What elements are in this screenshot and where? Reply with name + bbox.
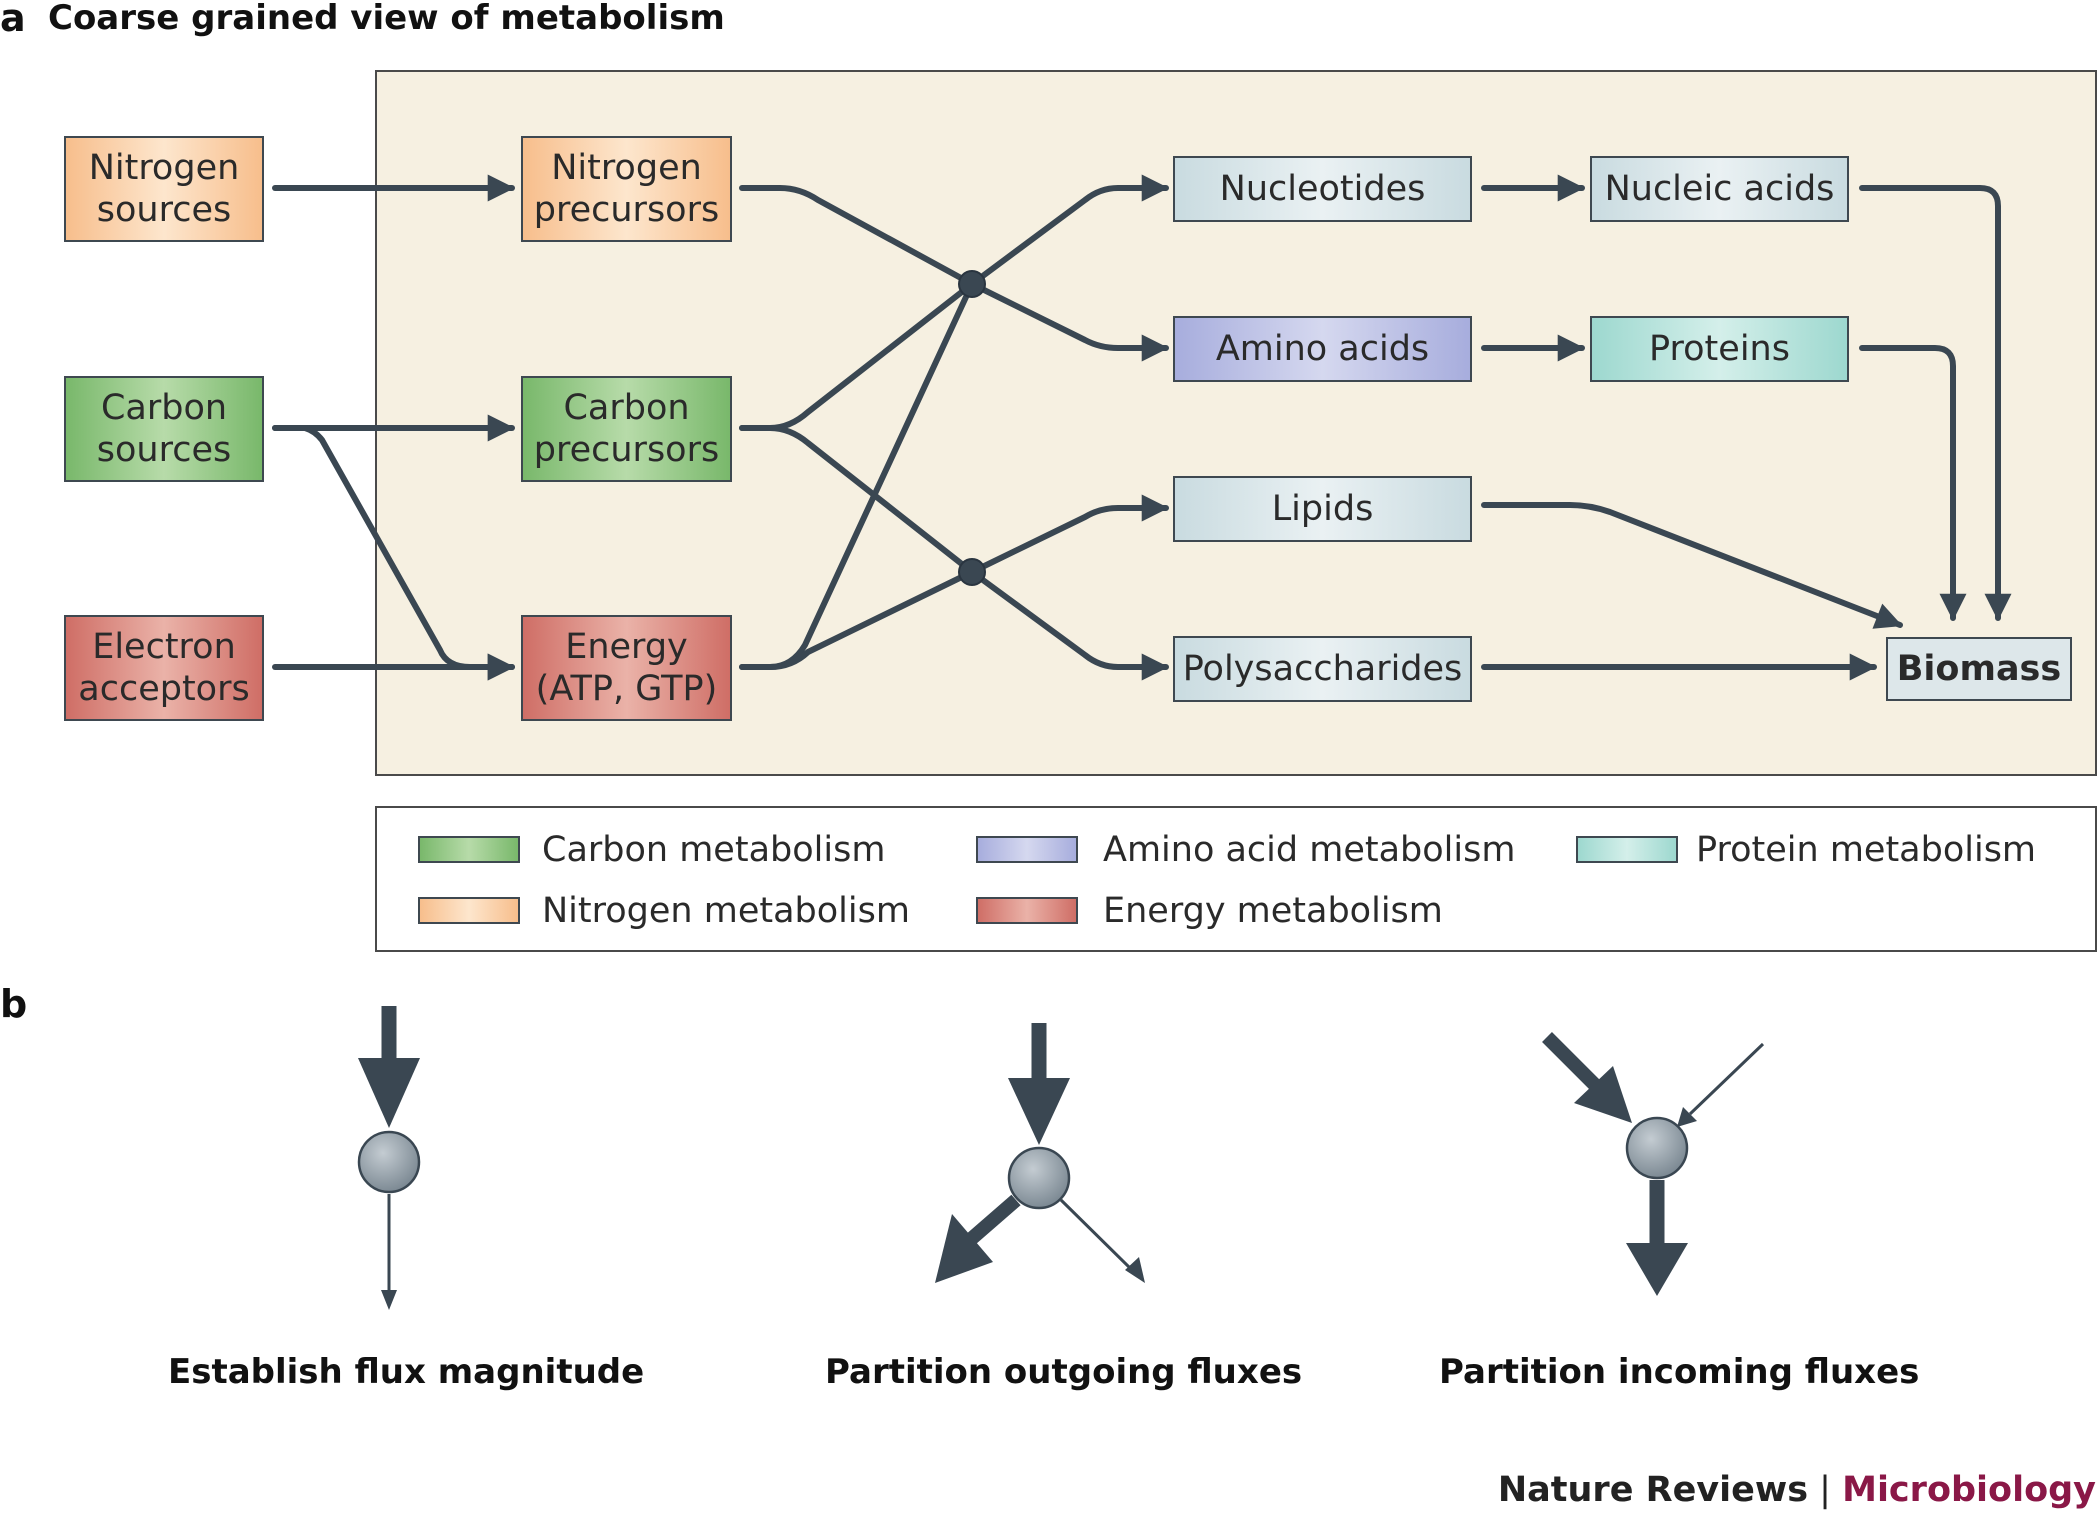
- node-proteins: Proteins: [1590, 316, 1849, 382]
- motif-incoming-fluxes: [1542, 1032, 1765, 1296]
- node-carbon-precursors: Carbon precursors: [521, 376, 732, 482]
- junction-node-upper: [958, 270, 986, 298]
- legend-swatch-amino-acid: [976, 836, 1078, 863]
- panel-b-label: b: [0, 982, 28, 1026]
- link-energy-up-2: [739, 569, 975, 670]
- node-polysaccharides: Polysaccharides: [1173, 636, 1472, 702]
- legend-swatch-protein: [1576, 836, 1678, 863]
- panel-a-title: Coarse grained view of metabolism: [48, 0, 725, 38]
- arrow-proteins-to-biomass: [1859, 345, 1967, 621]
- legend-label-nitrogen: Nitrogen metabolism: [542, 891, 910, 931]
- journal-name: Nature Reviews: [1497, 1470, 1809, 1510]
- motif-outgoing-fluxes: [935, 1023, 1145, 1283]
- node-lipids: Lipids: [1173, 476, 1472, 542]
- caption-outgoing-fluxes: Partition outgoing fluxes: [825, 1352, 1303, 1392]
- arrow-to-lipids: [969, 494, 1169, 575]
- legend-label-carbon: Carbon metabolism: [542, 830, 886, 870]
- node-carbon-sources: Carbon sources: [64, 376, 264, 482]
- arrow-to-amino-acids: [969, 281, 1169, 362]
- caption-flux-magnitude: Establish flux magnitude: [168, 1352, 645, 1392]
- legend-label-amino-acid: Amino acid metabolism: [1103, 830, 1516, 870]
- journal-separator: |: [1819, 1470, 1831, 1510]
- arrow-nucleic-to-biomass: [1859, 185, 2012, 621]
- legend-swatch-nitrogen: [418, 897, 520, 924]
- node-nitrogen-sources: Nitrogen sources: [64, 136, 264, 242]
- node-nitrogen-precursors: Nitrogen precursors: [521, 136, 732, 242]
- node-nucleic-acids: Nucleic acids: [1590, 156, 1849, 222]
- link-carbon-precursors-down: [739, 425, 975, 575]
- arrow-carbon-to-energy: [272, 425, 515, 681]
- arrow-lipids-to-biomass: [1481, 502, 1903, 629]
- link-nitrogen-precursors: [739, 185, 975, 287]
- junction-node-lower: [958, 558, 986, 586]
- legend-label-protein: Protein metabolism: [1696, 830, 2037, 870]
- arrow-to-polysaccharides: [969, 569, 1169, 681]
- node-electron-acceptors: Electron acceptors: [64, 615, 264, 721]
- caption-incoming-fluxes: Partition incoming fluxes: [1439, 1352, 1920, 1392]
- node-nucleotides: Nucleotides: [1173, 156, 1472, 222]
- link-energy-up-1: [739, 281, 975, 670]
- node-biomass: Biomass: [1886, 637, 2072, 701]
- legend: [375, 806, 2097, 952]
- journal-credit: Nature Reviews | Microbiology: [1498, 1470, 2096, 1510]
- node-energy: Energy (ATP, GTP): [521, 615, 732, 721]
- legend-swatch-carbon: [418, 836, 520, 863]
- legend-swatch-energy: [976, 897, 1078, 924]
- node-amino-acids: Amino acids: [1173, 316, 1472, 382]
- panel-a-label: a: [0, 0, 26, 40]
- legend-label-energy: Energy metabolism: [1103, 891, 1443, 931]
- motif-flux-magnitude: [357, 1006, 421, 1310]
- arrow-to-nucleotides: [969, 174, 1169, 287]
- journal-subject: Microbiology: [1842, 1470, 2096, 1510]
